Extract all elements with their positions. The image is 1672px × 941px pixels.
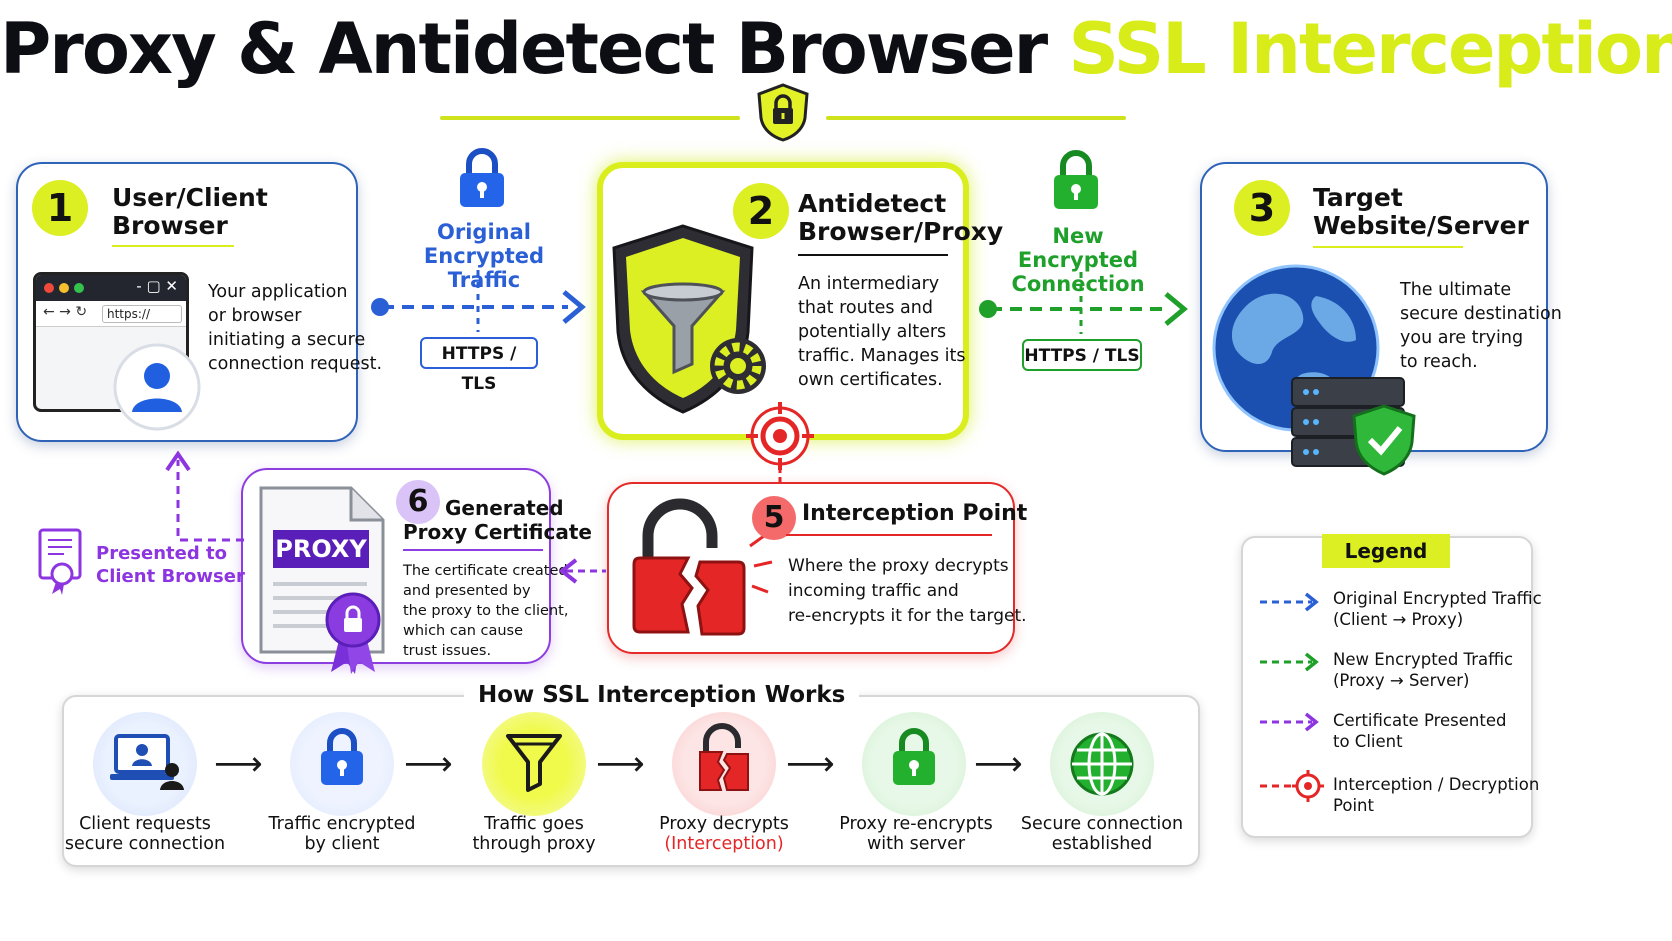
certificate-stamp-label: PROXY (275, 535, 367, 563)
window-minimize-dot-icon (59, 283, 69, 293)
browser-address-row: ← → ↻ https:// (36, 301, 186, 327)
window-controls-icon: - ▢ ✕ (136, 277, 178, 295)
client-title-underline (112, 245, 234, 247)
title-main: Proxy & Antidetect Browser (0, 8, 1048, 90)
user-avatar-icon (113, 343, 201, 431)
certificate-step-badge: 6 (396, 480, 440, 524)
server-step-badge: 3 (1234, 180, 1290, 236)
window-close-dot-icon (44, 283, 54, 293)
proxy-certificate-document-icon (259, 486, 385, 674)
step-decrypt-label: Proxy decrypts (Interception) (659, 814, 789, 854)
interception-title-underline (786, 534, 992, 536)
step-green-lock-icon (893, 728, 935, 785)
filter-shield-icon (612, 224, 766, 414)
server-title: Target Website/Server (1313, 183, 1529, 240)
legend-purple-arrow-icon (1260, 712, 1319, 732)
legend-item-original: Original Encrypted Traffic (Client → Pro… (1333, 589, 1542, 629)
original-traffic-label: Original Encrypted Traffic (423, 220, 545, 292)
legend-panel (1241, 536, 1533, 838)
browser-nav-arrows-icon: ← → ↻ (43, 304, 88, 320)
interception-description: Where the proxy decrypts incoming traffi… (788, 556, 1027, 626)
legend-item-certificate: Certificate Presented to Client (1333, 711, 1507, 751)
step-decrypt-circle (672, 712, 776, 816)
client-description: Your application or browser initiating a… (208, 282, 383, 374)
step-arrow-icon: ⟶ (596, 744, 645, 784)
legend-blue-arrow-icon (1260, 592, 1319, 612)
step-arrow-icon: ⟶ (974, 744, 1023, 784)
proxy-title-underline (798, 254, 948, 256)
page-title: Proxy & Antidetect Browser SSL Intercept… (0, 8, 1672, 90)
green-lock-icon (1054, 150, 1098, 209)
step-globe-icon (1070, 732, 1134, 796)
certificate-title-line1: Generated (445, 496, 564, 520)
proxy-step-badge: 2 (733, 183, 789, 239)
title-rule-left (440, 116, 740, 120)
window-maximize-dot-icon (74, 283, 84, 293)
shield-lock-icon (757, 83, 809, 142)
certificate-award-icon (38, 528, 82, 595)
step-broken-lock-icon (699, 723, 749, 791)
interception-to-certificate-arrow (558, 558, 606, 584)
title-rule-right (826, 116, 1126, 120)
proxy-title: Antidetect Browser/Proxy (798, 189, 1004, 246)
step-proxy-label: Traffic goes through proxy (472, 814, 596, 854)
broken-lock-icon (632, 498, 773, 636)
blue-lock-icon (460, 148, 504, 207)
certificate-title-underline (403, 549, 543, 551)
browser-title-bar: - ▢ ✕ (36, 275, 186, 301)
step-funnel-icon (506, 734, 562, 792)
legend-green-arrow-icon (1260, 652, 1319, 672)
original-protocol-pill: HTTPS / TLS (420, 337, 538, 394)
laptop-user-icon (110, 734, 184, 790)
new-connection-arrow (979, 272, 1188, 334)
legend-interception-icon (1260, 770, 1324, 802)
step-blue-lock-icon (321, 728, 363, 785)
step-encrypt-label: Traffic encrypted by client (268, 814, 416, 854)
step-arrow-icon: ⟶ (214, 744, 263, 784)
client-title: User/Client Browser (112, 183, 268, 240)
certificate-title-line2: Proxy Certificate (403, 520, 592, 544)
step-arrow-icon: ⟶ (786, 744, 835, 784)
new-connection-label: New Encrypted Connection (1011, 224, 1145, 296)
browser-address-bar: https:// (102, 305, 182, 323)
legend-item-new: New Encrypted Traffic (Proxy → Server) (1333, 650, 1514, 690)
interception-target-icon (746, 402, 814, 486)
certificate-presented-arrow (165, 450, 244, 542)
certificate-description: The certificate created and presented by… (403, 563, 569, 659)
step-established-label: Secure connection established (1020, 814, 1184, 854)
legend-item-interception: Interception / Decryption Point (1333, 775, 1540, 815)
server-title-underline (1313, 246, 1463, 248)
how-it-works-panel (62, 695, 1200, 867)
step-reencrypt-label: Proxy re-encrypts with server (839, 814, 993, 854)
server-description: The ultimate secure destination you are … (1400, 280, 1562, 372)
step-client-label: Client requests secure connection (64, 814, 226, 854)
interception-title: Interception Point (802, 501, 1028, 526)
new-protocol-pill: HTTPS / TLS (1022, 339, 1142, 371)
proxy-description: An intermediary that routes and potentia… (798, 274, 966, 390)
interception-step-badge: 5 (752, 496, 796, 540)
original-traffic-arrow (371, 270, 586, 332)
client-step-badge: 1 (32, 180, 88, 236)
step-arrow-icon: ⟶ (404, 744, 453, 784)
legend-title: Legend (1322, 534, 1450, 568)
title-highlight: SSL Interception (1068, 8, 1672, 90)
presented-to-client-label: Presented to Client Browser (96, 543, 245, 587)
globe-server-icon (1212, 264, 1416, 476)
how-it-works-title: How SSL Interception Works (464, 682, 860, 708)
step-proxy-circle (482, 712, 586, 816)
